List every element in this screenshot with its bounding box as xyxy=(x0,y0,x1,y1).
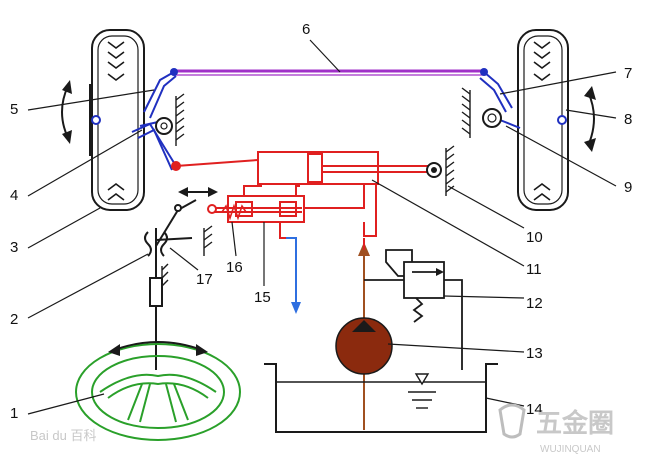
steering-wheel xyxy=(75,343,241,441)
right-steering-knuckle xyxy=(479,71,567,129)
steering-box-mount xyxy=(161,225,213,296)
tie-rod xyxy=(170,68,488,76)
label-4: 4 xyxy=(10,187,18,204)
label-15: 15 xyxy=(254,289,271,306)
left-wheel xyxy=(89,29,145,211)
label-13: 13 xyxy=(526,345,543,362)
label-11: 11 xyxy=(526,261,542,278)
label-16: 16 xyxy=(226,259,243,276)
label-14: 14 xyxy=(526,401,543,418)
reservoir-tank xyxy=(264,363,498,433)
steering-rotation-arrow xyxy=(108,341,208,356)
baidu-watermark: Bai du 百科 xyxy=(30,428,96,443)
brand-cn-text: 五金圈 xyxy=(536,408,614,438)
label-1: 1 xyxy=(10,405,18,422)
right-wheel-rotation-arrow xyxy=(584,86,596,152)
centering-spring xyxy=(221,203,247,221)
right-wheel xyxy=(517,29,569,211)
leader-lines xyxy=(27,39,617,415)
label-10: 10 xyxy=(526,229,543,246)
wujinquan-logo: 五金圈 WUJINQUAN xyxy=(498,403,614,455)
label-3: 3 xyxy=(10,239,18,256)
left-pivot-mount xyxy=(175,93,185,146)
hydraulic-pump xyxy=(335,317,393,375)
return-line xyxy=(286,237,301,314)
callout-labels: 1 2 3 4 5 6 7 8 9 10 11 12 13 14 15 16 1… xyxy=(10,21,632,422)
relief-valve xyxy=(364,249,463,370)
power-cylinder xyxy=(171,151,442,185)
label-5: 5 xyxy=(10,101,18,118)
left-steering-knuckle xyxy=(91,71,177,171)
label-2: 2 xyxy=(10,311,18,328)
cylinder-anchor-mount xyxy=(445,145,455,196)
svg-text:Bai du 百科: Bai du 百科 xyxy=(30,428,96,443)
valve-travel-arrow xyxy=(178,187,218,197)
label-9: 9 xyxy=(624,179,632,196)
steering-shaft xyxy=(144,199,197,370)
left-wheel-rotation-arrow xyxy=(61,80,72,144)
brand-en-text: WUJINQUAN xyxy=(540,444,601,455)
label-6: 6 xyxy=(302,21,310,38)
label-7: 7 xyxy=(624,65,632,82)
label-17: 17 xyxy=(196,271,213,288)
right-pivot-mount xyxy=(461,87,471,138)
label-12: 12 xyxy=(526,295,543,312)
label-8: 8 xyxy=(624,111,632,128)
